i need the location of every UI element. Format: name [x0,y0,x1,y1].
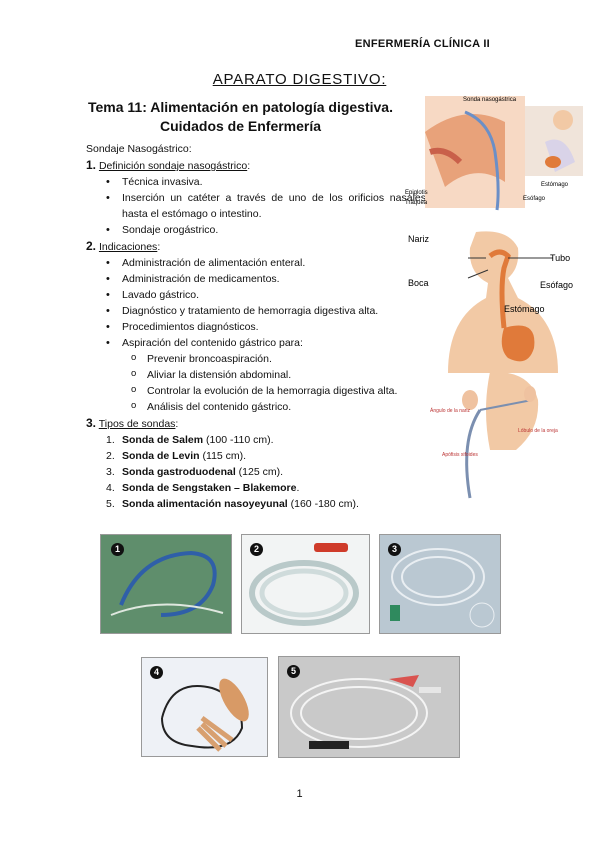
page-title: APARATO DIGESTIVO: [212,71,387,88]
list-item: Administración de alimentación enteral. [106,255,426,271]
label-boca: Boca [408,278,429,288]
photo-badge-5: 5 [287,665,300,678]
label-esofago: Esófago [523,196,546,202]
lead-heading: Sondaje Nasogástrico: [86,143,192,155]
photo-badge-3: 3 [388,543,401,556]
subtitle-line-2: Cuidados de Enfermería [160,118,322,134]
list-item: Lavado gástrico. [106,287,426,303]
label-sonda: Sonda nasogástrica [463,97,517,103]
page-number: 1 [296,788,303,800]
label-esofago: Esófago [540,280,573,290]
label-estomago: Estómago [504,304,545,314]
photo-badge-1: 1 [111,543,124,556]
list-item: Técnica invasiva. [106,174,426,190]
photo-sonda-levin: 2 [241,534,370,634]
illustration-digestive-tract: Nariz Boca Tubo Esófago Estómago [408,231,573,373]
photo-sonda-sengstaken: 4 [141,657,268,757]
tube-types-list: 1.Sonda de Salem (100 -110 cm). 2.Sonda … [86,432,426,512]
topic-subtitle: Tema 11: Alimentación en patología diges… [88,98,408,136]
definition-list: Técnica invasiva. Inserción un catéter a… [86,174,426,238]
illustration-nasogastric-anatomy: Sonda nasogástrica Epiglotis Tráquea Esó… [405,96,583,211]
sublist-item: Prevenir broncoaspiración. [131,350,426,367]
sublist-item: Análisis del contenido gástrico. [131,398,426,415]
running-header: ENFERMERÍA CLÍNICA II [355,38,491,50]
list-item: Aspiración del contenido gástrico para: [106,335,426,351]
list-item: Procedimientos diagnósticos. [106,319,426,335]
photo-badge-4: 4 [150,666,163,679]
list-item: Sondaje orogástrico. [106,222,426,238]
list-item: 4.Sonda de Sengstaken – Blakemore. [106,482,300,494]
label-lobulo: Lóbulo de la oreja [518,428,558,434]
list-item: 5.Sonda alimentación nasoyeyunal (160 -1… [106,498,359,510]
main-content: Sondaje Nasogástrico: 1. Definición sond… [86,141,426,512]
list-item: 1.Sonda de Salem (100 -110 cm). [106,434,274,446]
list-item: Inserción un catéter a través de uno de … [106,190,426,222]
section-heading-definition: 1. Definición sondaje nasogástrico: [86,158,251,172]
label-angulo: Ángulo de la nariz [430,407,471,414]
label-tubo: Tubo [550,253,570,263]
photo-sonda-gastroduodenal: 3 [379,534,501,634]
list-item: Diagnóstico y tratamiento de hemorragia … [106,303,426,319]
illustration-tube-measurement: Ángulo de la nariz Lóbulo de la oreja Ap… [430,371,558,499]
sublist-item: Aliviar la distensión abdominal. [131,366,426,383]
label-estomago: Estómago [541,182,569,188]
photo-badge-2: 2 [250,543,263,556]
sublist-item: Controlar la evolución de la hemorragia … [131,382,426,399]
aspiration-sublist: Prevenir broncoaspiración. Aliviar la di… [86,350,426,415]
label-apofisis: Apófisis xifoides [442,452,478,458]
list-item: 2.Sonda de Levin (115 cm). [106,450,247,462]
list-item: 3.Sonda gastroduodenal (125 cm). [106,466,284,478]
label-epiglotis: Epiglotis [405,190,428,196]
photo-sonda-nasoyeyunal: 5 [278,656,460,758]
subtitle-line-1: Tema 11: Alimentación en patología diges… [88,99,393,115]
label-nariz: Nariz [408,234,430,244]
section-heading-types: 3. Tipos de sondas: [86,416,179,430]
indications-list: Administración de alimentación enteral. … [86,255,426,351]
photo-sonda-salem: 1 [100,534,232,634]
list-item: Administración de medicamentos. [106,271,426,287]
section-heading-indications: 2. Indicaciones: [86,239,161,253]
label-traquea: Tráquea [405,200,428,206]
